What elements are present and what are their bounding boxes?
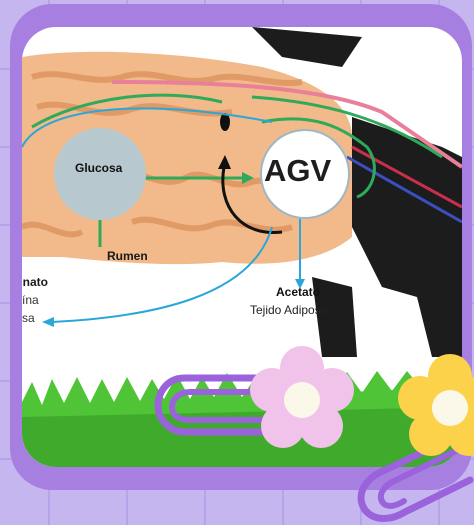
glucosa-label: Glucosa (75, 161, 122, 175)
cow-illustration (22, 27, 462, 467)
cut-label-1: pinato (22, 275, 48, 289)
cut-label-2: teína (22, 293, 39, 307)
acetato-label: Acetato (276, 285, 320, 299)
diagram-image: Glucosa AGV Rumen Acetato Tejido Adiposo… (22, 27, 462, 467)
cut-label-3: tosa (22, 311, 35, 325)
tejido-adiposo-label: Tejido Adiposo (250, 303, 327, 317)
agv-label: AGV (264, 153, 331, 189)
rumen-label: Rumen (107, 249, 148, 263)
